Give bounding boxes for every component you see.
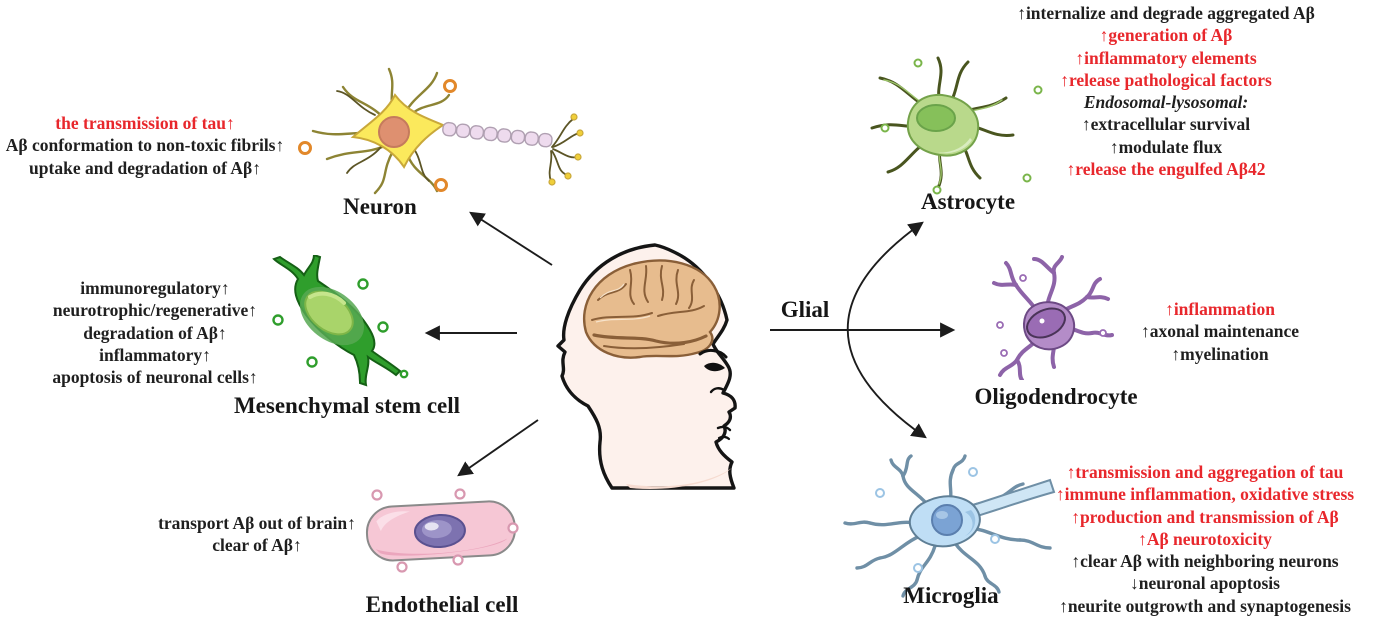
- annotation-line: ↑neurite outgrowth and synaptogenesis: [1059, 595, 1351, 616]
- annotation-line: ↑internalize and degrade aggregated Aβ: [1017, 3, 1315, 23]
- mesenchymal-annotations: immunoregulatory↑neurotrophic/regenerati…: [52, 277, 257, 388]
- annotation-line: ↑transmission and aggregation of tau: [1066, 462, 1344, 482]
- annotation-line: Endosomal-lysosomal:: [1083, 92, 1249, 113]
- nucleus: [916, 104, 956, 132]
- annotation-line: ↑Aβ neurotoxicity: [1138, 528, 1272, 549]
- oligodendrocyte-label: Oligodendrocyte: [974, 384, 1138, 409]
- astrocyte-annotations: ↑internalize and degrade aggregated Aβ↑g…: [1017, 2, 1315, 180]
- human-head-brain-illustration: [556, 243, 737, 490]
- annotation-line: apoptosis of neuronal cells↑: [52, 367, 258, 388]
- annotation-line: ↑release pathological factors: [1060, 69, 1272, 90]
- annotation-line: ↑myelination: [1171, 343, 1269, 364]
- oligodendrocyte-illustration: [992, 255, 1114, 380]
- abeta-particles: [298, 79, 457, 192]
- annotation-line: ↑extracellular survival: [1081, 114, 1251, 135]
- nucleus: [378, 116, 410, 148]
- annotation-line: neurotrophic/regenerative↑: [52, 300, 258, 321]
- microglia-label: Microglia: [903, 583, 999, 608]
- neuron-annotations: the transmission of tau↑Aβ conformation …: [6, 112, 285, 179]
- nucleus: [1026, 307, 1066, 339]
- annotation-line: the transmission of tau↑: [55, 113, 235, 133]
- neuron-label: Neuron: [343, 194, 417, 219]
- neuron-illustration: [298, 67, 584, 195]
- annotation-line: ↑immune inflammation, oxidative stress: [1055, 484, 1355, 505]
- endothelial-label: Endothelial cell: [365, 592, 519, 617]
- endothelial-annotations: transport Aβ out of brain↑clear of Aβ↑: [158, 512, 356, 557]
- annotation-line: inflammatory↑: [99, 344, 211, 365]
- annotation-line: ↑release the engulfed Aβ42: [1066, 159, 1266, 180]
- annotation-line: uptake and degradation of Aβ↑: [29, 157, 261, 178]
- nucleus: [931, 504, 963, 536]
- annotation-line: ↑inflammation: [1165, 299, 1275, 319]
- endothelial-cell-illustration: [365, 488, 519, 573]
- annotation-line: transport Aβ out of brain↑: [158, 513, 356, 533]
- eye: [704, 362, 725, 372]
- glial-label: Glial: [780, 297, 830, 322]
- annotation-line: ↑generation of Aβ: [1099, 25, 1233, 46]
- microglia-annotations: ↑transmission and aggregation of tau↑imm…: [1056, 461, 1354, 617]
- annotation-line: ↓neuronal apoptosis: [1130, 573, 1280, 594]
- microglia-illustration: [843, 454, 1056, 598]
- annotation-line: ↑inflammatory elements: [1075, 47, 1257, 68]
- annotation-line: ↑clear Aβ with neighboring neurons: [1071, 551, 1339, 572]
- annotation-line: Aβ conformation to non-toxic fibrils↑: [5, 135, 285, 156]
- annotation-line: degradation of Aβ↑: [83, 322, 227, 343]
- mesenchymal-stem-cell-illustration: [272, 255, 409, 387]
- annotation-line: ↑modulate flux: [1109, 136, 1223, 157]
- annotation-line: ↑production and transmission of Aβ: [1071, 506, 1339, 527]
- mesenchymal-label: Mesenchymal stem cell: [233, 393, 461, 418]
- annotation-line: clear of Aβ↑: [212, 535, 302, 556]
- annotation-line: immunoregulatory↑: [80, 278, 230, 298]
- annotation-line: ↑axonal maintenance: [1141, 321, 1299, 342]
- astrocyte-label: Astrocyte: [920, 189, 1016, 214]
- astrocyte-illustration: [870, 56, 1043, 195]
- brain: [582, 259, 721, 359]
- oligodendrocyte-annotations: ↑inflammation↑axonal maintenance↑myelina…: [1141, 298, 1299, 365]
